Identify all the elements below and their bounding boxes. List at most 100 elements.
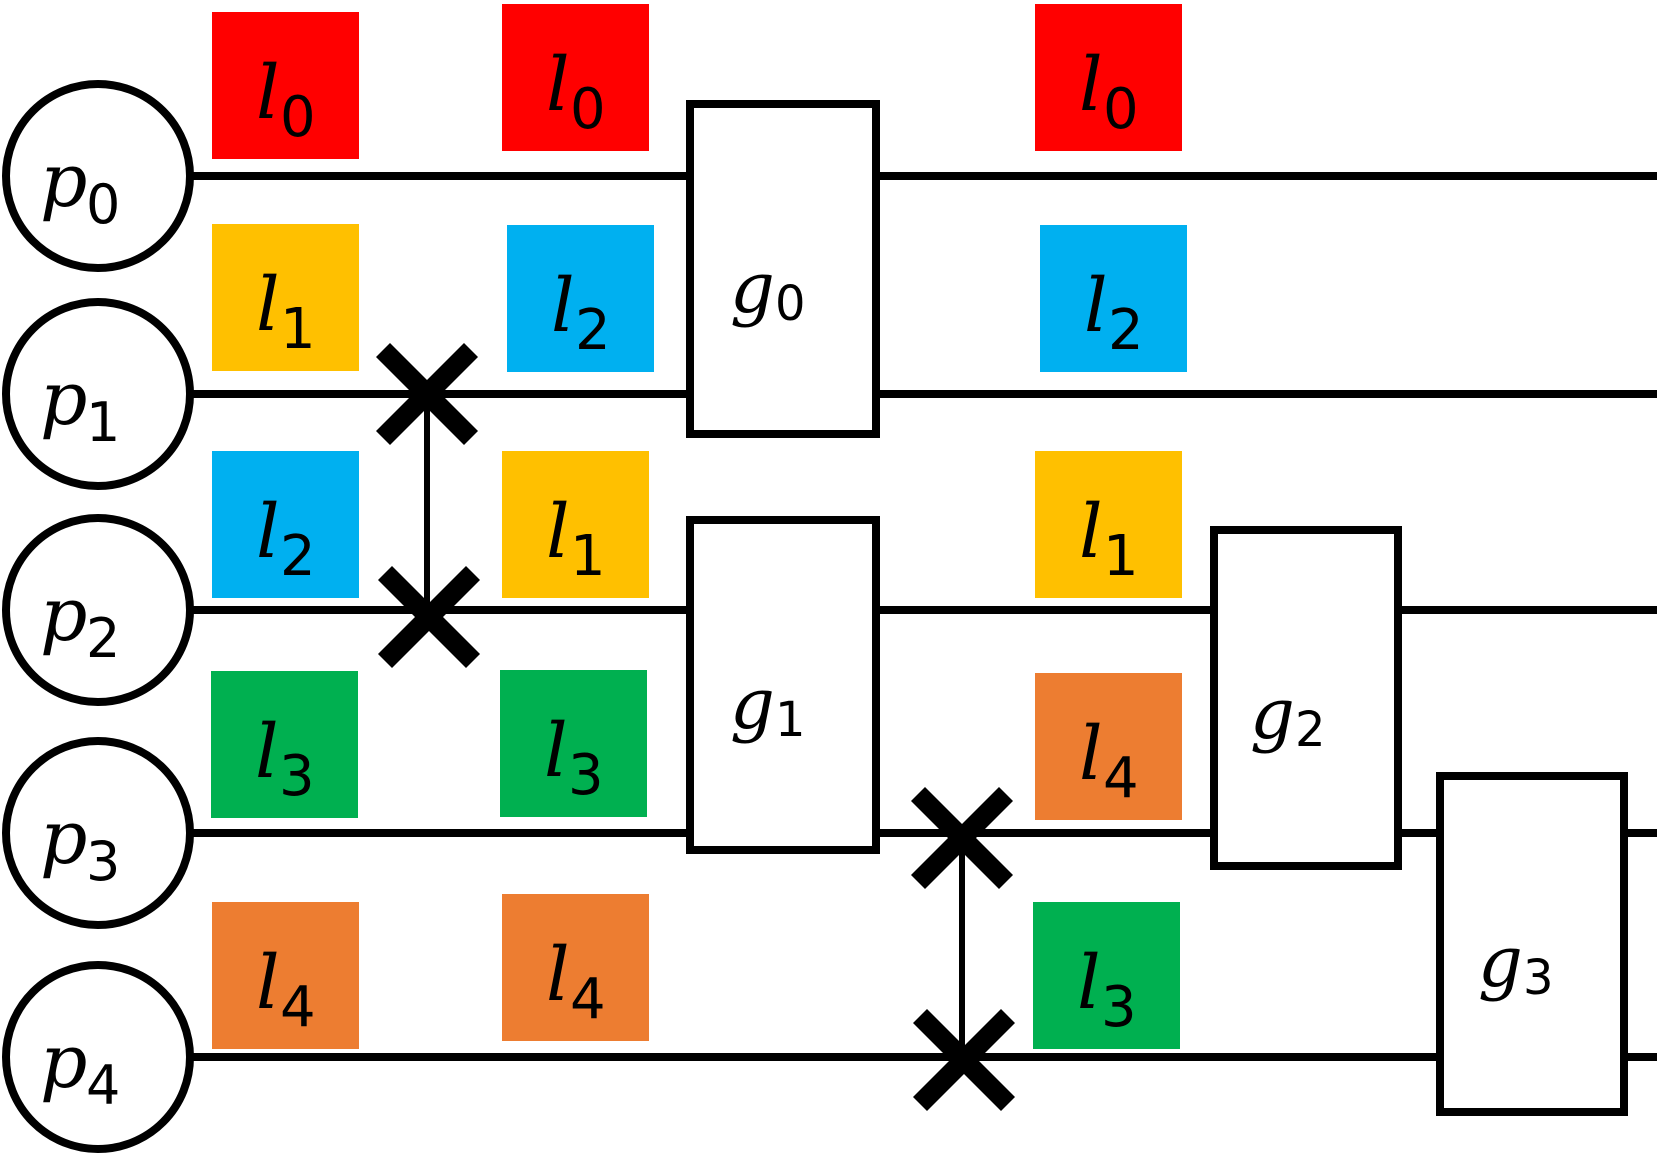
gate-g2-sub: 2	[1295, 702, 1326, 758]
gate-g3: g 3	[1436, 772, 1628, 1116]
label-box-base: l	[546, 489, 570, 575]
qubit-p0: p 0	[2, 80, 194, 272]
swap-1-top-cross-icon	[911, 787, 1013, 889]
label-box: l 1	[502, 451, 649, 598]
gate-g0-base: g	[730, 247, 775, 329]
label-box: l 3	[500, 670, 647, 817]
label-box: l 0	[502, 4, 649, 151]
label-box-sub: 4	[570, 967, 606, 1032]
label-box-bg	[1035, 4, 1182, 151]
label-box-base: l	[1079, 42, 1103, 128]
label-box-base: l	[256, 489, 280, 575]
label-box-sub: 0	[1103, 77, 1139, 142]
qubit-p2-circle	[2, 514, 194, 706]
qubit-p4-circle	[2, 961, 194, 1153]
label-box-bg	[502, 451, 649, 598]
mapping-column-2: l 0 l 2 l 1 l 4 l 3	[1033, 4, 1187, 1049]
gate-g0: g 0	[686, 100, 880, 438]
qubit-p4-sub: 4	[86, 1054, 120, 1117]
label-box: l 2	[212, 451, 359, 598]
gate-g2-base: g	[1250, 673, 1295, 755]
label-box-base: l	[544, 708, 568, 794]
qubit-p2-sub: 2	[86, 607, 120, 670]
label-box: l 3	[1033, 902, 1180, 1049]
gate-g2: g 2	[1210, 526, 1402, 870]
label-box-bg	[500, 670, 647, 817]
label-box: l 1	[1035, 451, 1182, 598]
label-box-bg	[507, 225, 654, 372]
gate-g2-box	[1210, 526, 1402, 870]
gate-g3-box	[1436, 772, 1628, 1116]
qubit-p1-sub: 1	[86, 391, 120, 454]
swap-1-bottom-cross-icon	[913, 1009, 1015, 1111]
label-box: l 1	[212, 224, 359, 371]
label-box: l 4	[502, 894, 649, 1041]
gate-g3-sub: 3	[1523, 950, 1554, 1006]
mapping-column-0: l 0 l 1 l 2 l 3 l 4	[211, 12, 359, 1049]
qubit-p3-circle	[2, 737, 194, 929]
label-box-sub: 0	[280, 85, 316, 150]
qubit-p4: p 4	[2, 961, 194, 1153]
label-box-bg	[212, 224, 359, 371]
label-box-bg	[212, 902, 359, 1049]
label-box-sub: 2	[1108, 298, 1144, 363]
label-box-base: l	[1077, 940, 1101, 1026]
label-box-base: l	[255, 709, 279, 795]
label-box-bg	[212, 12, 359, 159]
label-box: l 4	[212, 902, 359, 1049]
qubit-p1-circle	[2, 298, 194, 490]
label-box: l 4	[1035, 673, 1182, 820]
label-box-base: l	[551, 263, 575, 349]
label-box-bg	[1035, 673, 1182, 820]
swap-0-bottom-cross-icon	[378, 566, 480, 668]
gate-g0-sub: 0	[775, 276, 806, 332]
label-box-sub: 1	[1103, 524, 1139, 589]
label-box-base: l	[546, 932, 570, 1018]
gate-g1: g 1	[686, 516, 880, 854]
label-box-bg	[211, 671, 358, 818]
qubit-p0-base: p	[40, 138, 87, 224]
label-box-sub: 2	[280, 524, 316, 589]
qubit-p3-base: p	[40, 795, 87, 881]
gate-g3-base: g	[1478, 921, 1523, 1003]
label-box-bg	[212, 451, 359, 598]
qubit-p1: p 1	[2, 298, 194, 490]
label-box-sub: 4	[280, 975, 316, 1040]
label-box-sub: 1	[570, 524, 606, 589]
label-box: l 0	[1035, 4, 1182, 151]
label-box: l 2	[1040, 225, 1187, 372]
label-box-sub: 3	[279, 744, 315, 809]
gate-g1-base: g	[730, 663, 775, 745]
label-box-sub: 4	[1103, 746, 1139, 811]
label-box-base: l	[1079, 711, 1103, 797]
swap-0-top-cross-icon	[376, 343, 478, 445]
qubit-p2-base: p	[40, 572, 87, 658]
qubit-p2: p 2	[2, 514, 194, 706]
label-box-base: l	[546, 42, 570, 128]
label-box-sub: 1	[280, 297, 316, 362]
qubit-p0-sub: 0	[86, 173, 120, 236]
label-box-base: l	[256, 262, 280, 348]
label-box-base: l	[256, 50, 280, 136]
label-box: l 2	[507, 225, 654, 372]
label-box-base: l	[1079, 489, 1103, 575]
label-box-base: l	[256, 940, 280, 1026]
gate-g1-box	[686, 516, 880, 854]
qubit-p3-sub: 3	[86, 830, 120, 893]
label-box-bg	[1033, 902, 1180, 1049]
gate-g1-sub: 1	[775, 692, 806, 748]
label-box: l 0	[212, 12, 359, 159]
label-box-base: l	[1084, 263, 1108, 349]
label-box-bg	[1040, 225, 1187, 372]
label-box-bg	[502, 894, 649, 1041]
qubit-p0-circle	[2, 80, 194, 272]
qubit-p3: p 3	[2, 737, 194, 929]
qubit-p4-base: p	[40, 1019, 87, 1105]
label-box-sub: 3	[568, 743, 604, 808]
mapping-column-1: l 0 l 2 l 1 l 3 l 4	[500, 4, 654, 1041]
label-box-sub: 2	[575, 298, 611, 363]
label-box-bg	[1035, 451, 1182, 598]
label-box-sub: 0	[570, 77, 606, 142]
